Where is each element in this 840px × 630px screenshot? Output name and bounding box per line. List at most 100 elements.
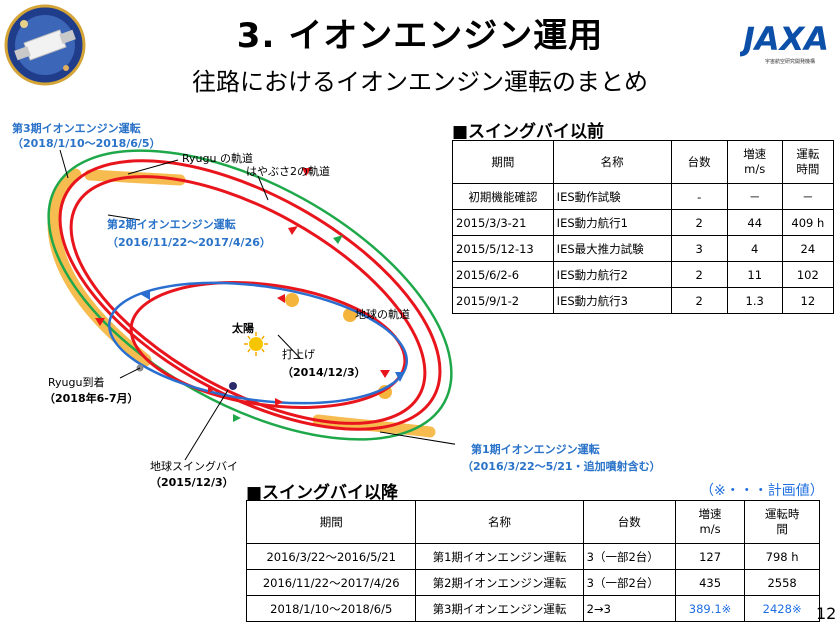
page-number: 12 (816, 604, 837, 623)
mission-logo (4, 4, 86, 86)
thrust-marker (285, 293, 299, 307)
direction-arrow (140, 290, 150, 300)
cell-period: 2015/3/3-21 (452, 209, 554, 236)
cell-period: 2016/11/22～2017/4/26 (245, 569, 417, 596)
ryugu-orbit-label: Ryugu の軌道 (182, 151, 253, 165)
planned-value-note: （※・・・計画値） (700, 483, 824, 499)
cell-units: 3 (670, 235, 728, 262)
cell-period: 2016/3/22～2016/5/21 (245, 543, 417, 570)
cell-units: - (670, 183, 728, 210)
cell-units: 2 (670, 287, 728, 314)
cell-name: IES動力航行1 (552, 209, 672, 236)
page-subtitle: 往路におけるイオンエンジン運転のまとめ (192, 68, 648, 96)
hayabusa2-orbit-inner (129, 281, 407, 409)
launch-date: （2014/12/3） (282, 366, 366, 379)
cell-time: 2558 (744, 569, 820, 596)
cell-dv: 4 (726, 235, 783, 262)
orbit-diagram: 第3期イオンエンジン運転 （2018/1/10～2018/6/5） Ryugu … (0, 95, 461, 495)
cell-time: 798 h (744, 543, 820, 570)
cell-units: 2→3 (582, 595, 676, 622)
phase2-dates: （2016/11/22～2017/4/26） (107, 236, 271, 249)
cell-period: 2018/1/10～2018/6/5 (245, 595, 417, 622)
cell-dv: 1.3 (726, 287, 783, 314)
cell-time: 102 (781, 261, 835, 288)
cell-dv: － (726, 183, 783, 210)
phase1-dates: （2016/3/22～5/21・追加噴射含む） (462, 460, 661, 473)
earth-position-icon (229, 382, 237, 390)
direction-arrow (380, 370, 390, 378)
cell-period: 2015/6/2-6 (452, 261, 554, 288)
ryugu-arrival-date: （2018年6-7月） (44, 391, 139, 405)
phase3-dates: （2018/1/10～2018/6/5） (12, 137, 161, 150)
cell-units: 3（一部2台） (582, 569, 676, 596)
cell-name: 第3期イオンエンジン運転 (415, 595, 584, 622)
cell-dv: 389.1※ (674, 595, 746, 622)
cell-name: IES動作試験 (552, 183, 672, 210)
hayabusa2-orbit-label: はやぶさ2の軌道 (246, 164, 330, 178)
col-units: 台数 (582, 500, 676, 544)
direction-arrow (275, 398, 283, 406)
earth-orbit-label: 地球の軌道 (355, 307, 410, 321)
cell-time: 409 h (781, 209, 835, 236)
hayabusa2-orbit-middle (69, 175, 427, 425)
cell-period: 初期機能確認 (452, 183, 554, 210)
cell-name: 第2期イオンエンジン運転 (415, 569, 584, 596)
cell-units: 3（一部2台） (582, 543, 676, 570)
col-period: 期間 (452, 140, 554, 184)
cell-dv: 435 (674, 569, 746, 596)
earth-swingby-date: （2015/12/3） (150, 476, 234, 489)
col-name: 名称 (552, 140, 672, 184)
col-time: 運転時間 (744, 500, 820, 544)
cell-dv: 127 (674, 543, 746, 570)
cell-name: IES動力航行2 (552, 261, 672, 288)
page-title: 3. イオンエンジン運用 (236, 16, 604, 56)
cell-period: 2015/5/12-13 (452, 235, 554, 262)
col-time: 運転時間 (781, 140, 835, 184)
cell-time: 2428※ (744, 595, 820, 622)
direction-arrow (208, 385, 216, 393)
phase3-label: 第3期イオンエンジン運転 (12, 121, 141, 135)
after-swingby-title: ■スイングバイ以降 (246, 483, 399, 503)
direction-arrow (95, 318, 105, 326)
col-period: 期間 (245, 500, 417, 544)
cell-units: 2 (670, 261, 728, 288)
jaxa-logo-text: JAXA (740, 20, 829, 58)
direction-arrow (302, 168, 312, 176)
cell-period: 2015/9/1-2 (452, 287, 554, 314)
direction-arrow (277, 294, 285, 303)
jaxa-logo-subtext: 宇宙航空研究開発機構 (765, 58, 815, 65)
direction-arrow (288, 226, 298, 235)
col-units: 台数 (670, 140, 728, 184)
cell-time: 12 (781, 287, 835, 314)
direction-arrow (395, 372, 405, 382)
earth-swingby-label: 地球スイングバイ (150, 459, 238, 473)
before-swingby-title: ■スイングバイ以前 (452, 122, 605, 142)
cell-units: 2 (670, 209, 728, 236)
direction-arrow (233, 414, 241, 422)
cell-dv: 11 (726, 261, 783, 288)
sun-icon (244, 332, 268, 356)
sun-label: 太陽 (231, 321, 254, 335)
cell-name: 第1期イオンエンジン運転 (415, 543, 584, 570)
direction-arrow (333, 235, 343, 244)
phase2-label: 第2期イオンエンジン運転 (107, 217, 236, 231)
cell-dv: 44 (726, 209, 783, 236)
phase1-label: 第1期イオンエンジン運転 (471, 443, 600, 456)
jaxa-logo: JAXA 宇宙航空研究開発機構 (737, 16, 832, 68)
cell-name: IES動力航行3 (552, 287, 672, 314)
cell-name: IES最大推力試験 (552, 235, 672, 262)
hayabusa2-orbit-outer (58, 159, 442, 431)
col-name: 名称 (415, 500, 584, 544)
